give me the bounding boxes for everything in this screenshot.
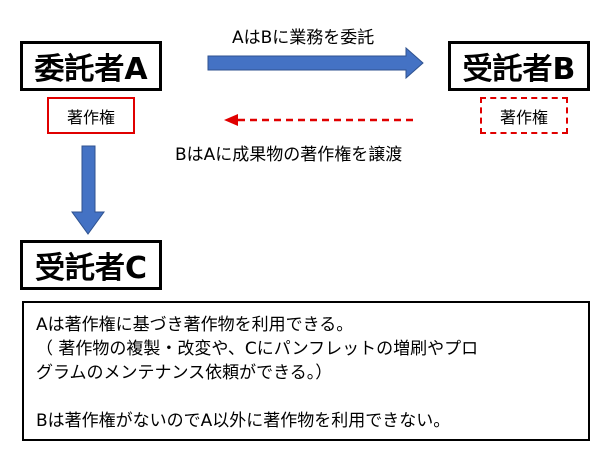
note-line-1: Aは著作権に基づき著作物を利用できる。: [36, 315, 354, 335]
party-a-box: 委託者A: [20, 41, 162, 91]
commission-arrow: [207, 46, 424, 80]
note-line-3: グラムのメンテナンス依頼ができる。）: [36, 363, 333, 383]
transfer-label: BはAに成果物の著作権を譲渡: [175, 145, 403, 165]
copyright-b-label: 著作権: [499, 107, 548, 127]
party-c-label: 受託者C: [34, 251, 148, 286]
note-line-2: （ 著作物の複製・改変や、Cにパンフレットの増刷やプロ: [36, 339, 479, 359]
copyright-b-box: 著作権: [480, 97, 568, 134]
copyright-a-label: 著作権: [66, 107, 115, 127]
commission-label: AはBに業務を委託: [232, 28, 375, 48]
party-b-label: 受託者B: [462, 52, 576, 87]
transfer-arrow: [224, 114, 413, 126]
explanation-box: Aは著作権に基づき著作物を利用できる。 （ 著作物の複製・改変や、Cにパンフレッ…: [22, 301, 590, 441]
copyright-a-box: 著作権: [47, 97, 135, 134]
down-arrow: [71, 145, 105, 235]
party-b-box: 受託者B: [448, 41, 590, 91]
party-a-label: 委託者A: [34, 52, 148, 87]
note-blank-line: [36, 385, 576, 409]
party-c-box: 受託者C: [20, 240, 162, 290]
note-line-5: Bは著作権がないのでA以外に著作物を利用できない。: [36, 411, 451, 431]
